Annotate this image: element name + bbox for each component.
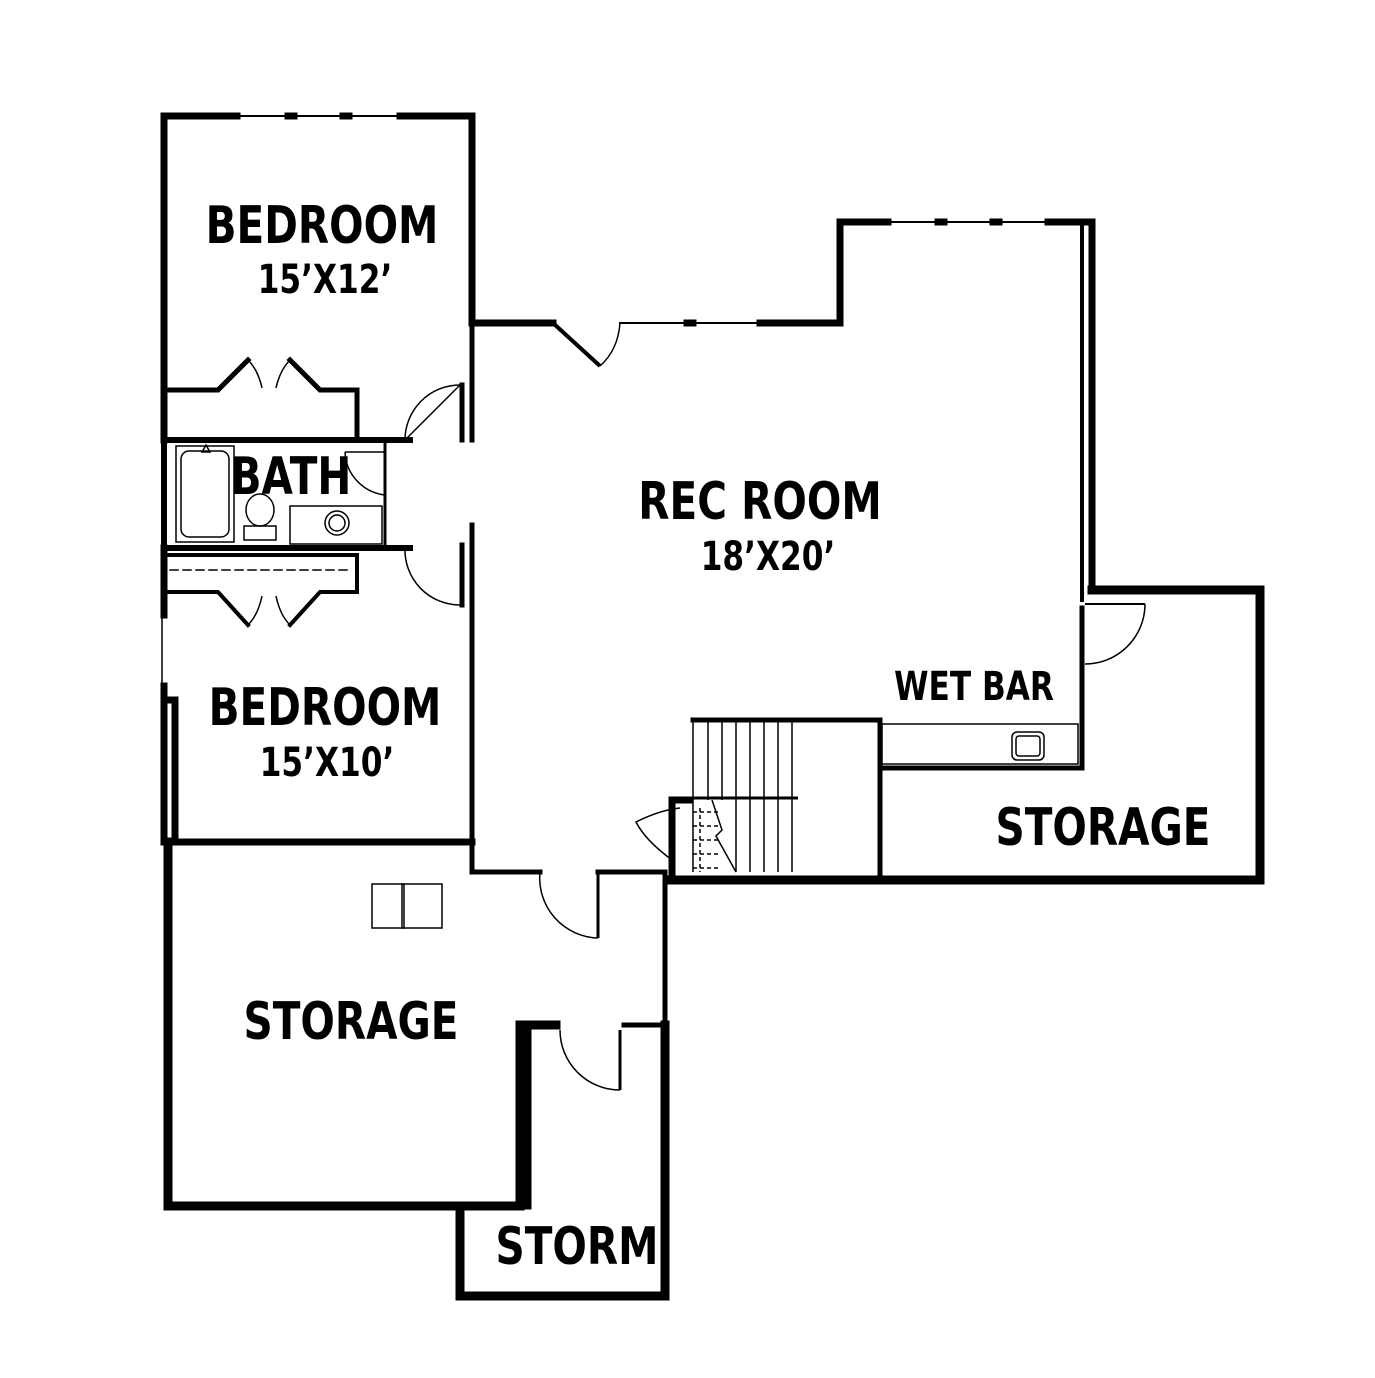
storage-south-name: STORAGE xyxy=(243,992,459,1052)
bath-name: BATH xyxy=(230,447,352,507)
rec-room-dims: 18’X20’ xyxy=(700,534,836,580)
wet-bar-sink xyxy=(1011,731,1045,761)
bathtub xyxy=(175,445,235,543)
bedroom-1-name: BEDROOM xyxy=(205,196,439,256)
rec-room-name: REC ROOM xyxy=(638,472,882,532)
bedroom-1-walls xyxy=(160,112,476,444)
vanity xyxy=(289,505,383,545)
walls xyxy=(160,112,1265,1301)
bedroom-2-name: BEDROOM xyxy=(208,678,442,738)
fixtures xyxy=(175,443,1079,929)
storm-walls xyxy=(455,1020,670,1301)
storage-east-walls xyxy=(875,585,1265,885)
wet-bar-counter xyxy=(881,723,1079,765)
bedroom-1-dims: 15’X12’ xyxy=(257,257,393,303)
hall-wall xyxy=(469,320,668,1028)
storage-east-name: STORAGE xyxy=(995,798,1211,858)
storage-south-walls xyxy=(163,837,561,1211)
appliance xyxy=(371,883,405,929)
doors xyxy=(247,321,1146,1091)
stairs xyxy=(692,720,798,873)
storm-name: STORM xyxy=(495,1217,659,1277)
rec-room-north-wall xyxy=(468,218,1096,594)
wet-bar-name: WET BAR xyxy=(894,664,1054,710)
toilet xyxy=(243,525,277,541)
bedroom-2-dims: 15’X10’ xyxy=(259,740,395,786)
